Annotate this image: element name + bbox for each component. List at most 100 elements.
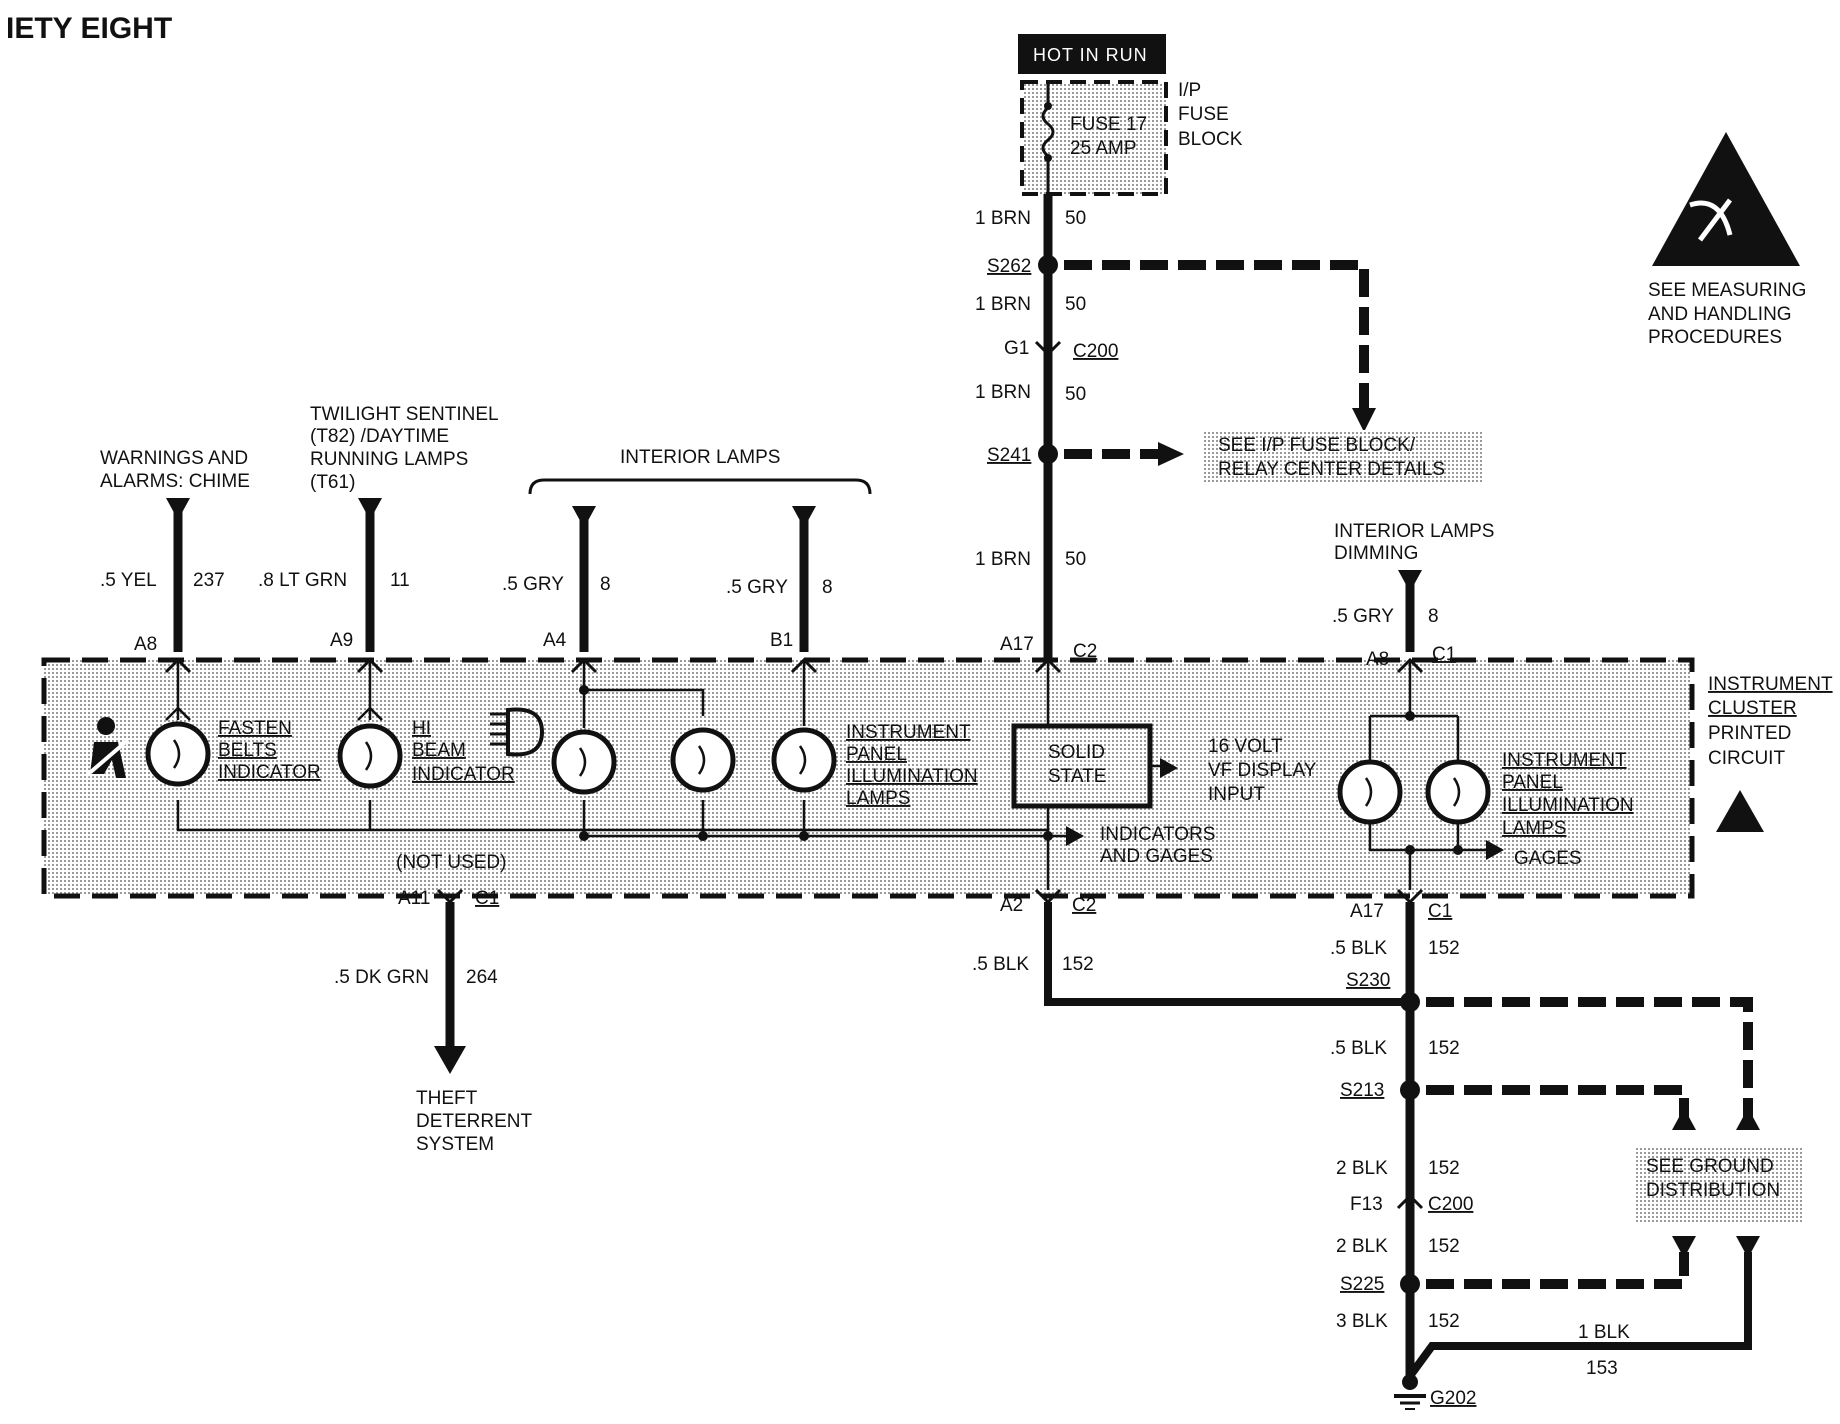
gages-label: GAGES [1514, 848, 1582, 869]
wire-size: .8 LT GRN [258, 570, 347, 591]
wire-size: .5 BLK [1330, 1038, 1387, 1059]
splice-s241 [1038, 444, 1058, 464]
wire-size: .5 GRY [1332, 606, 1394, 627]
arrow-down-icon [1736, 1236, 1760, 1258]
hibeam-label-1: HI [412, 718, 431, 739]
fuse-rating: FUSE 17 [1070, 114, 1147, 135]
wire-size: 2 BLK [1336, 1236, 1388, 1257]
instrument-cluster-box [41, 657, 1695, 899]
wire-size: 2 BLK [1336, 1158, 1388, 1179]
wire-size: 1 BLK [1578, 1322, 1630, 1343]
ip-lamps-right-3: ILLUMINATION [1502, 795, 1634, 816]
cluster-label-3: PRINTED [1708, 723, 1791, 744]
wire-circuit: 237 [193, 570, 225, 591]
esd-note-3: PROCEDURES [1648, 327, 1782, 348]
pin-label: A17 [1000, 634, 1034, 655]
warnings-label-2: ALARMS: CHIME [100, 471, 250, 492]
wire-circuit: 152 [1428, 938, 1460, 959]
connector-label: C2 [1072, 895, 1096, 916]
see-ground-2: DISTRIBUTION [1646, 1180, 1780, 1201]
cluster-label-2: CLUSTER [1708, 698, 1797, 719]
twilight-label-2: (T82) /DAYTIME [310, 426, 449, 447]
connector-icon [1034, 340, 1062, 357]
theft-label-2: DETERRENT [416, 1111, 533, 1132]
vf-label-3: INPUT [1208, 784, 1265, 805]
splice-s225 [1400, 1274, 1420, 1294]
cluster-label-1: INSTRUMENT [1708, 674, 1833, 695]
blk-153-wire [1406, 1252, 1752, 1379]
arrow-right-icon [1160, 758, 1178, 778]
connector-label: C200 [1073, 341, 1118, 362]
wire-circuit: 50 [1065, 208, 1086, 229]
pin-label: A9 [330, 630, 353, 651]
theft-label-3: SYSTEM [416, 1134, 494, 1155]
fuse-block-label-1: I/P [1178, 80, 1201, 101]
vf-label-2: VF DISPLAY [1208, 760, 1317, 781]
wire-size: 1 BRN [975, 208, 1031, 229]
ip-lamps-right-2: PANEL [1502, 772, 1563, 793]
wire-size: 3 BLK [1336, 1311, 1388, 1332]
wire-circuit: 50 [1065, 549, 1086, 570]
arrow-right-icon [1486, 840, 1504, 860]
cluster-label-4: CIRCUIT [1708, 748, 1785, 769]
not-used-label: (NOT USED) [396, 852, 506, 873]
indicators-label-1: INDICATORS [1100, 824, 1215, 845]
fasten-label-2: BELTS [218, 740, 277, 761]
esd-icon-small [1716, 790, 1764, 832]
arrow-down-icon [434, 1046, 466, 1074]
ip-lamps-label-2: PANEL [846, 744, 907, 765]
arrow-down-icon [1672, 1236, 1696, 1258]
ip-lamps-label-3: ILLUMINATION [846, 766, 978, 787]
corner-title: IETY EIGHT [6, 12, 172, 45]
arrow-right-icon [1158, 442, 1184, 466]
ground-label: G202 [1430, 1388, 1476, 1409]
connector-label: F13 [1350, 1194, 1383, 1215]
see-fuse-block-1: SEE I/P FUSE BLOCK/ [1218, 435, 1416, 456]
fuse-block-label-2: FUSE [1178, 104, 1229, 125]
ip-lamps-label-1: INSTRUMENT [846, 722, 971, 743]
wire-circuit: 153 [1586, 1358, 1618, 1379]
fuse-block-label-3: BLOCK [1178, 129, 1243, 150]
see-ground-note [1634, 1146, 1804, 1224]
ip-lamps-right-1: INSTRUMENT [1502, 750, 1627, 771]
hi-beam-icon [490, 707, 545, 757]
hibeam-label-3: INDICATOR [412, 764, 515, 785]
seatbelt-icon [84, 717, 130, 778]
splice-s262 [1038, 255, 1058, 275]
solid-state-label-2: STATE [1048, 766, 1106, 787]
wire-circuit: 152 [1062, 954, 1094, 975]
connector-label: C200 [1428, 1194, 1473, 1215]
hot-in-run-box [1018, 34, 1166, 74]
solid-state-label-1: SOLID [1048, 742, 1105, 763]
arrow-up-icon [1736, 1108, 1760, 1130]
esd-note-1: SEE MEASURING [1648, 280, 1806, 301]
wire-size: 1 BRN [975, 549, 1031, 570]
connector-label: C1 [1432, 644, 1456, 665]
interior-lamps-label: INTERIOR LAMPS [620, 447, 780, 468]
wire-size: 1 BRN [975, 294, 1031, 315]
fuse-amp: 25 AMP [1070, 138, 1137, 159]
connector-label: C2 [1073, 641, 1097, 662]
splice-s213 [1400, 1080, 1420, 1100]
connector-chevrons [164, 657, 1424, 674]
pin-label: A8 [1366, 649, 1389, 670]
pin-label: A11 [398, 888, 430, 909]
fasten-label-3: INDICATOR [218, 762, 321, 783]
wire-circuit: 50 [1065, 294, 1086, 315]
dimming-label-2: DIMMING [1334, 543, 1418, 564]
hot-in-run-label: HOT IN RUN [1033, 45, 1148, 65]
pin-label: A8 [134, 634, 157, 655]
pin-label: B1 [770, 630, 793, 651]
see-fuse-block-note [1202, 430, 1482, 484]
connector-label: C1 [475, 888, 499, 909]
twilight-label-4: (T61) [310, 472, 355, 493]
connector-icon [1396, 1193, 1424, 1210]
see-ground-1: SEE GROUND [1646, 1156, 1774, 1177]
wire-circuit: 152 [1428, 1038, 1460, 1059]
lamps [145, 721, 1491, 825]
fuse-block-box [1020, 80, 1168, 196]
fasten-label-1: FASTEN [218, 718, 292, 739]
wire-size: .5 DK GRN [334, 967, 429, 988]
dashed-branch [1064, 260, 1369, 418]
